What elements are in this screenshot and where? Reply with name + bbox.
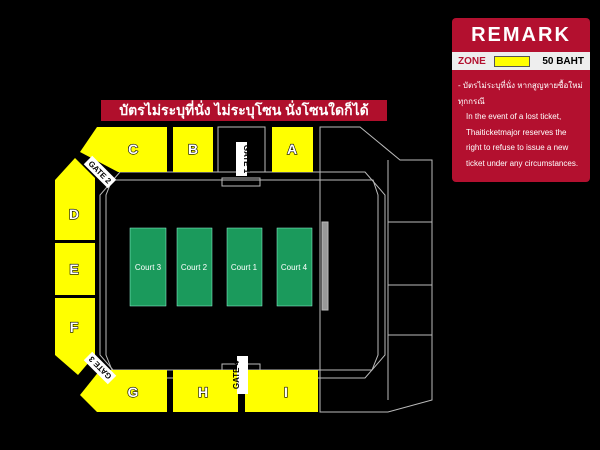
section-label-a: A: [287, 141, 297, 157]
section-b[interactable]: [173, 127, 213, 172]
zone-label: ZONE: [458, 55, 486, 67]
gate-4-label: GATE 4: [232, 360, 241, 389]
court-1: Court 1: [226, 227, 263, 307]
svg-text:Court 3: Court 3: [135, 263, 162, 272]
section-label-e: E: [69, 261, 78, 277]
section-a[interactable]: [272, 127, 313, 172]
note-thai: - บัตรไม่ระบุที่นั่ง หากสูญหายซื้อใหม่ทุ…: [458, 81, 583, 106]
section-d[interactable]: [55, 158, 95, 240]
section-label-h: H: [198, 384, 208, 400]
court-4: Court 4: [276, 227, 313, 307]
court-3: Court 3: [129, 227, 167, 307]
svg-text:Court 1: Court 1: [231, 263, 258, 272]
section-label-f: F: [70, 319, 79, 335]
section-e[interactable]: [55, 243, 95, 295]
remark-panel: REMARK ZONE 50 BAHT - บัตรไม่ระบุที่นั่ง…: [452, 18, 590, 182]
section-f[interactable]: [55, 298, 95, 375]
section-c[interactable]: [80, 127, 167, 172]
zone-price-row: ZONE 50 BAHT: [452, 52, 590, 70]
courts: Court 3 Court 2 Court 1 Court 4: [129, 227, 313, 307]
remark-title: REMARK: [471, 24, 571, 46]
venue-outline: [99, 126, 433, 413]
svg-text:Court 4: Court 4: [281, 263, 308, 272]
gate-1-label: GATE 1: [242, 145, 251, 174]
zone-price: 50 BAHT: [542, 55, 584, 67]
remark-note: - บัตรไม่ระบุที่นั่ง หากสูญหายซื้อใหม่ทุ…: [452, 70, 590, 171]
section-i[interactable]: [245, 370, 318, 412]
note-english: In the event of a lost ticket, Thaiticke…: [466, 112, 579, 168]
section-h[interactable]: [173, 370, 238, 412]
sections: C B A D E F G H I: [55, 127, 318, 412]
section-g[interactable]: [80, 370, 167, 412]
section-label-g: G: [128, 384, 139, 400]
no-seat-banner: บัตรไม่ระบุที่นั่ง ไม่ระบุโซน นั่งโซนใดก…: [101, 100, 387, 121]
court-2: Court 2: [176, 227, 213, 307]
section-label-b: B: [188, 141, 198, 157]
section-label-i: I: [284, 384, 288, 400]
svg-text:Court 2: Court 2: [181, 263, 208, 272]
section-label-d: D: [69, 206, 79, 222]
zone-color-swatch: [493, 55, 530, 67]
section-label-c: C: [128, 141, 138, 157]
